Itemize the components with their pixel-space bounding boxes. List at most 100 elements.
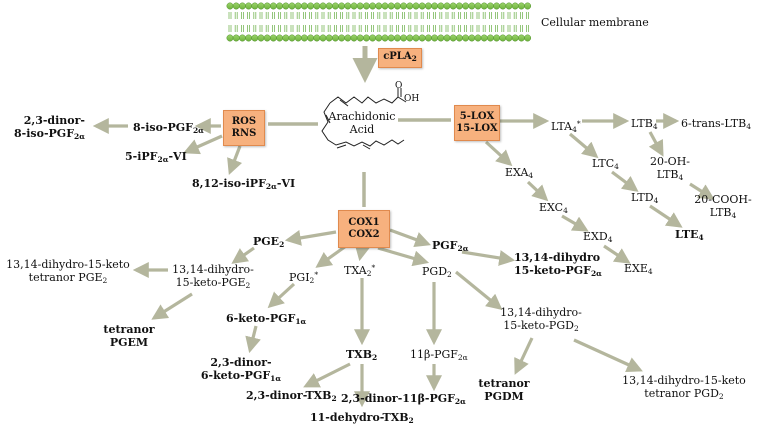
arrow-ltc4-to-ltd4 bbox=[611, 170, 639, 192]
lipid-head bbox=[406, 34, 414, 42]
lipid-head bbox=[356, 34, 364, 42]
arrow-pgi2-to-6keto bbox=[267, 282, 296, 309]
lipid-head bbox=[325, 34, 333, 42]
lipid-head bbox=[437, 2, 445, 10]
arrow-cox-to-pgd2 bbox=[377, 246, 430, 267]
lipid-head bbox=[245, 34, 253, 42]
arrow-exc4-to-exd4 bbox=[561, 214, 589, 232]
lipid-head bbox=[313, 2, 321, 10]
dinor-6-keto-pgf1a: 2,3-dinor- 6-keto-PGF1α bbox=[200, 356, 282, 383]
arrow-6keto-to-dinor bbox=[245, 325, 261, 354]
lipid-head bbox=[499, 2, 507, 10]
lipid-head bbox=[288, 34, 296, 42]
lipid-head bbox=[455, 34, 463, 42]
lipid-head bbox=[511, 2, 519, 10]
20-oh-ltb4: 20-OH- LTB4 bbox=[649, 155, 691, 182]
lipid-head bbox=[474, 34, 482, 42]
lipid-head bbox=[412, 34, 420, 42]
lipid-head bbox=[493, 34, 501, 42]
lipid-head bbox=[362, 34, 370, 42]
arrow-ros-to-5ipf bbox=[183, 134, 223, 155]
lipid-head bbox=[251, 2, 259, 10]
lipid-head bbox=[418, 2, 426, 10]
exa4: EXA4 bbox=[505, 166, 534, 180]
lipid-head bbox=[331, 34, 339, 42]
lipid-head bbox=[381, 2, 389, 10]
arrow-dihydro-to-pgem bbox=[151, 292, 193, 320]
lipid-head bbox=[431, 34, 439, 42]
lipid-head bbox=[263, 34, 271, 42]
6-trans-ltb4: 6-trans-LTB4 bbox=[681, 117, 752, 131]
lipid-head bbox=[288, 2, 296, 10]
dinor-11b-pgf2a: 2,3-dinor-11β-PGF2α bbox=[341, 392, 466, 406]
lipid-head bbox=[480, 34, 488, 42]
membrane-bilayer bbox=[226, 2, 532, 42]
lipid-head bbox=[486, 34, 494, 42]
arrow-lox-to-exa4 bbox=[484, 140, 513, 167]
8-iso-pgf2a: 8-iso-PGF2α bbox=[133, 121, 204, 135]
cpla2-enzyme-box: cPLA2 bbox=[378, 48, 422, 68]
lipid-head bbox=[338, 34, 346, 42]
lipid-head bbox=[319, 2, 327, 10]
lipid-head bbox=[344, 34, 352, 42]
lipid-head bbox=[499, 34, 507, 42]
lipid-head bbox=[331, 2, 339, 10]
lipid-head bbox=[226, 2, 234, 10]
arrow-ltd4-to-lte4 bbox=[649, 204, 683, 228]
lipid-head bbox=[443, 34, 451, 42]
lipid-head bbox=[387, 2, 395, 10]
lipid-head bbox=[400, 34, 408, 42]
lipid-head bbox=[424, 2, 432, 10]
lipid-head bbox=[462, 2, 470, 10]
lipid-head bbox=[511, 34, 519, 42]
lipid-head bbox=[517, 2, 525, 10]
lipid-head bbox=[412, 2, 420, 10]
arrow-cox-to-txa2 bbox=[354, 243, 371, 262]
8-12-iso-ipf2a-vi: 8,12-iso-iPF2α-VI bbox=[192, 177, 296, 191]
lipid-head bbox=[493, 2, 501, 10]
exd4: EXD4 bbox=[583, 230, 613, 244]
arrow-exa4-to-exc4 bbox=[526, 180, 549, 202]
lipid-head bbox=[406, 2, 414, 10]
ltb4: LTB4 bbox=[631, 117, 658, 131]
lipid-head bbox=[251, 34, 259, 42]
lipid-head bbox=[276, 34, 284, 42]
6-keto-pgf1a: 6-keto-PGF1α bbox=[226, 312, 307, 326]
lipid-head bbox=[393, 2, 401, 10]
pgd2: PGD2 bbox=[422, 265, 452, 279]
arrow-txb2-to-dinor bbox=[303, 362, 351, 388]
arrow-cox-to-pge2 bbox=[284, 230, 337, 246]
carbonyl-label: O bbox=[395, 81, 403, 91]
lipid-head bbox=[400, 2, 408, 10]
lipid-head bbox=[338, 2, 346, 10]
lipid-head bbox=[257, 2, 265, 10]
lipid-head bbox=[387, 34, 395, 42]
lipid-head bbox=[232, 2, 240, 10]
lipid-head bbox=[524, 2, 532, 10]
pgf2a: PGF2α bbox=[432, 239, 469, 253]
lipid-head bbox=[524, 34, 532, 42]
lipid-head bbox=[350, 2, 358, 10]
lipid-head bbox=[350, 34, 358, 42]
dihydro-keto-pgd2: 13,14-dihydro- 15-keto-PGD2 bbox=[500, 306, 582, 333]
lipid-head bbox=[313, 34, 321, 42]
arrow-ros-to-812 bbox=[227, 145, 243, 175]
arrow-dihydro-to-tetranor-pgd2 bbox=[573, 338, 643, 372]
arrow-pgf2a-to-dihydro bbox=[461, 250, 516, 266]
lipid-head bbox=[238, 34, 246, 42]
arrow-pge2-to-dihydro bbox=[231, 246, 255, 264]
hydroxyl-label: OH bbox=[404, 94, 420, 104]
lipid-head bbox=[486, 2, 494, 10]
lipid-head bbox=[344, 2, 352, 10]
11-dehydro-txb2: 11-dehydro-TXB2 bbox=[310, 411, 414, 425]
ltc4: LTC4 bbox=[592, 157, 619, 171]
dinor-8-iso-pgf2a: 2,3-dinor- 8-iso-PGF2α bbox=[14, 114, 85, 141]
lipid-head bbox=[449, 2, 457, 10]
lipid-head bbox=[226, 34, 234, 42]
exe4: EXE4 bbox=[624, 262, 653, 276]
lipid-head bbox=[269, 2, 277, 10]
